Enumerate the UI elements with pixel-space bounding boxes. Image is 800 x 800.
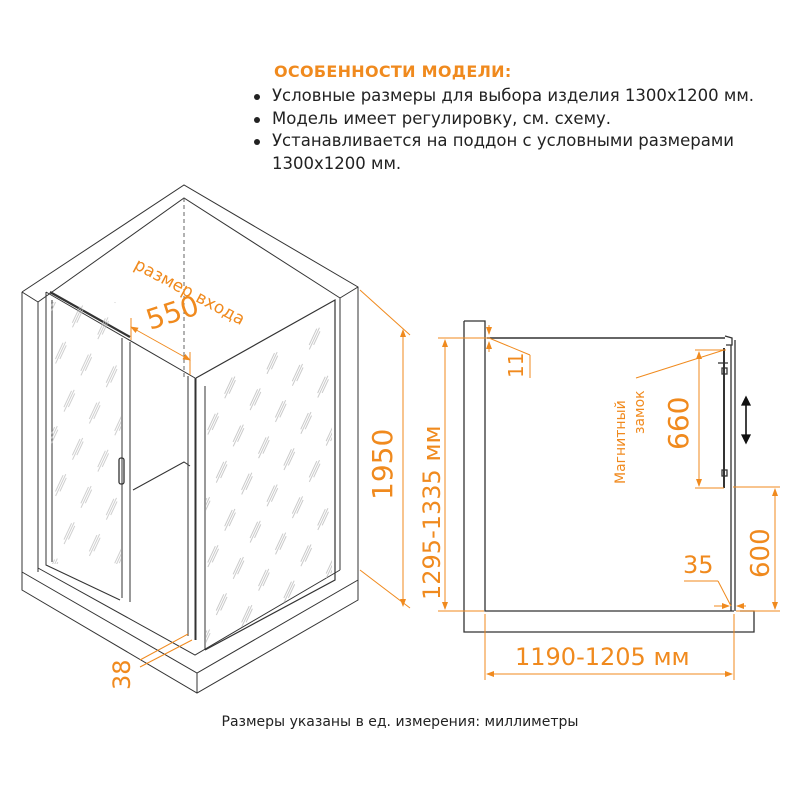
units-footnote: Размеры указаны в ед. измерения: миллиме… <box>221 714 579 730</box>
tray-dim-value: 38 <box>108 659 136 690</box>
magnet-label-line2: замок <box>632 390 648 434</box>
feature-item: Устанавливается на поддон с условными ра… <box>250 130 790 175</box>
plan-dimensions <box>438 325 780 680</box>
entrance-width-value: 550 <box>142 289 203 337</box>
offset-top-value: 11 <box>504 353 528 378</box>
gap-value: 35 <box>683 551 714 579</box>
panel-height-value: 600 <box>746 528 776 578</box>
feature-item: Модель имеет регулировку, см. схему. <box>250 108 790 131</box>
isometric-view <box>21 184 359 694</box>
width-range-value: 1190-1205 мм <box>515 643 690 671</box>
magnet-label-line1: Магнитный <box>613 400 629 484</box>
feature-item: Условные размеры для выбора изделия 1300… <box>250 85 790 108</box>
door-height-value: 660 <box>662 397 695 450</box>
iso-dimensions <box>130 289 411 668</box>
adjust-range-value: 1295-1335 мм <box>418 425 446 600</box>
model-features: ОСОБЕННОСТИ МОДЕЛИ: Условные размеры для… <box>250 62 790 175</box>
features-title: ОСОБЕННОСТИ МОДЕЛИ: <box>274 62 512 81</box>
features-list: Условные размеры для выбора изделия 1300… <box>250 85 790 175</box>
height-value: 1950 <box>366 429 399 500</box>
